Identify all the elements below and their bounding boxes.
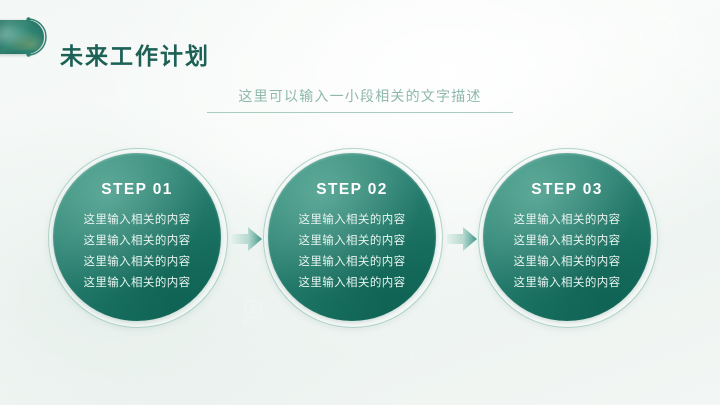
step-title: STEP 03 — [531, 181, 603, 198]
arrow-right-icon — [232, 227, 262, 251]
step-body-line: 这里输入相关的内容 — [83, 256, 191, 268]
background-speck — [411, 356, 413, 358]
ornament-arc-icon — [26, 17, 47, 57]
step-body-line: 这里输入相关的内容 — [298, 214, 406, 226]
background-speck — [683, 74, 685, 76]
step-body-line: 这里输入相关的内容 — [513, 277, 621, 289]
step-body: 这里输入相关的内容 这里输入相关的内容 这里输入相关的内容 这里输入相关的内容 — [478, 210, 656, 294]
background-bokeh — [600, 84, 616, 100]
background-speck — [268, 140, 270, 142]
leaf-arc-ornament-icon — [0, 16, 54, 58]
step-body-line: 这里输入相关的内容 — [83, 277, 191, 289]
background-speck — [326, 12, 329, 15]
subtitle-text: 这里可以输入一小段相关的文字描述 — [238, 88, 482, 104]
arrow-right-icon — [447, 227, 477, 251]
step-disc — [53, 153, 221, 321]
step-disc — [268, 153, 436, 321]
page-title: 未来工作计划 — [60, 43, 210, 69]
step-disc — [483, 153, 651, 321]
subtitle-block: 这里可以输入一小段相关的文字描述 — [207, 86, 513, 113]
step-body-line: 这里输入相关的内容 — [83, 214, 191, 226]
steps-row: STEP 01 这里输入相关的内容 这里输入相关的内容 这里输入相关的内容 这里… — [0, 148, 720, 330]
step-card-2[interactable]: STEP 02 这里输入相关的内容 这里输入相关的内容 这里输入相关的内容 这里… — [263, 148, 443, 328]
slide-header: 未来工作计划 — [0, 16, 720, 69]
step-title: STEP 02 — [316, 181, 388, 198]
step-card-1[interactable]: STEP 01 这里输入相关的内容 这里输入相关的内容 这里输入相关的内容 这里… — [48, 148, 228, 328]
step-body: 这里输入相关的内容 这里输入相关的内容 这里输入相关的内容 这里输入相关的内容 — [48, 210, 226, 294]
background-speck — [548, 9, 551, 12]
subtitle-divider — [207, 112, 513, 113]
step-body-line: 这里输入相关的内容 — [298, 235, 406, 247]
step-body: 这里输入相关的内容 这里输入相关的内容 这里输入相关的内容 这里输入相关的内容 — [263, 210, 441, 294]
step-title: STEP 01 — [101, 181, 173, 198]
step-body-line: 这里输入相关的内容 — [83, 235, 191, 247]
background-speck — [372, 118, 374, 120]
step-body-line: 这里输入相关的内容 — [513, 235, 621, 247]
background-speck — [231, 62, 233, 64]
step-body-line: 这里输入相关的内容 — [298, 277, 406, 289]
background-speck — [398, 386, 400, 388]
step-body-line: 这里输入相关的内容 — [298, 256, 406, 268]
ornament-blob-shape — [0, 20, 44, 54]
step-body-line: 这里输入相关的内容 — [513, 256, 621, 268]
step-card-3[interactable]: STEP 03 这里输入相关的内容 这里输入相关的内容 这里输入相关的内容 这里… — [478, 148, 658, 328]
step-body-line: 这里输入相关的内容 — [513, 214, 621, 226]
